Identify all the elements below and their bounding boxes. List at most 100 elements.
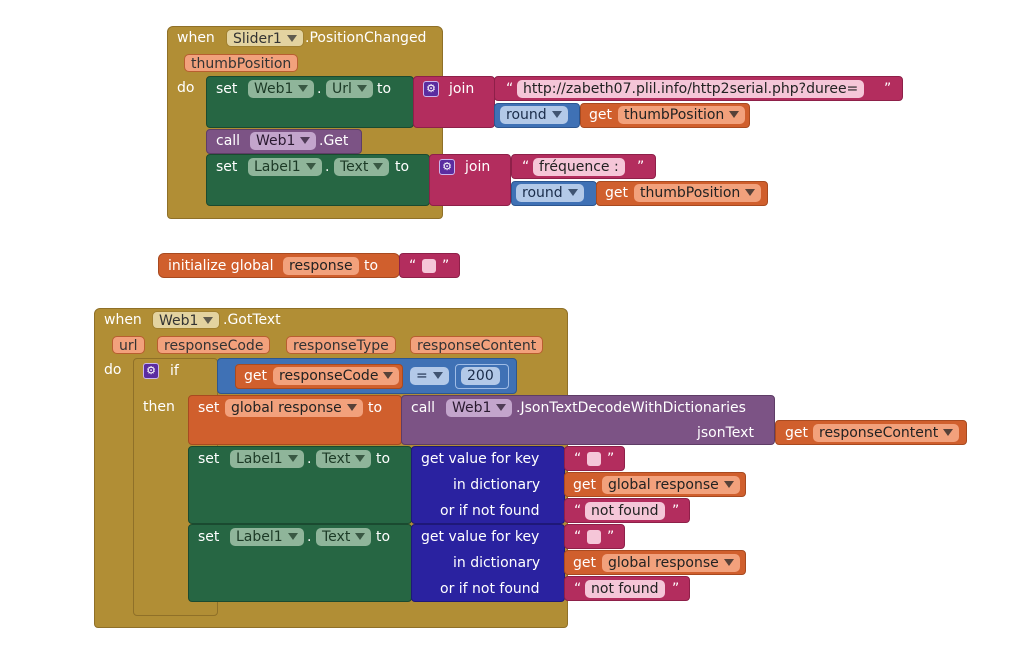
jsontext-label: jsonText (697, 425, 754, 441)
chevron-down-icon (729, 111, 740, 118)
round-dropdown[interactable]: round (516, 184, 584, 202)
gear-icon[interactable]: ⚙ (439, 159, 455, 175)
in-dictionary-label: in dictionary (453, 477, 541, 493)
when-label: when (104, 312, 142, 328)
label1-component-dropdown[interactable]: Label1 (248, 158, 322, 176)
call-label: call (411, 400, 436, 416)
close-quote: ” (607, 451, 615, 467)
call-label: call (216, 133, 241, 149)
url-text-value[interactable]: http://zabeth07.plil.info/http2serial.ph… (517, 80, 865, 98)
web1-component-dropdown[interactable]: Web1 (446, 399, 513, 417)
text-property-dropdown[interactable]: Text (316, 450, 372, 468)
chevron-down-icon (305, 163, 316, 170)
open-quote: “ (574, 581, 582, 597)
chevron-down-icon (356, 85, 367, 92)
chevron-down-icon (496, 404, 507, 411)
chevron-down-icon (373, 163, 384, 170)
chevron-down-icon (346, 404, 357, 411)
get-value-for-key-label: get value for key (421, 451, 540, 467)
close-quote: ” (672, 503, 680, 519)
chevron-down-icon (567, 189, 578, 196)
set-label: set (216, 159, 238, 175)
get-label: get (589, 107, 612, 123)
get-label: get (573, 555, 596, 571)
empty-key-text-block[interactable] (564, 524, 625, 549)
chevron-down-icon (943, 429, 954, 436)
freq-text-value[interactable]: fréquence : (533, 158, 625, 176)
text-property-dropdown[interactable]: Text (334, 158, 390, 176)
empty-key-text-block[interactable] (564, 446, 625, 471)
get-var-dropdown[interactable]: global response (602, 554, 740, 572)
dot-label: . (307, 529, 312, 545)
chevron-down-icon (355, 455, 366, 462)
close-quote: ” (672, 581, 680, 597)
open-quote: “ (574, 451, 582, 467)
not-found-text-value[interactable]: not found (585, 580, 665, 598)
empty-text-value[interactable] (587, 452, 601, 466)
join-label: join (465, 159, 491, 175)
get-var-dropdown[interactable]: responseCode (273, 367, 400, 385)
if-label: if (170, 363, 179, 379)
or-if-not-found-label: or if not found (440, 581, 540, 597)
chevron-down-icon (723, 481, 734, 488)
set-var-dropdown[interactable]: global response (225, 399, 363, 417)
close-quote: ” (884, 81, 892, 97)
chevron-down-icon (383, 372, 394, 379)
text-property-dropdown[interactable]: Text (316, 528, 372, 546)
equals-operator-dropdown[interactable]: = (410, 367, 449, 385)
then-label: then (143, 399, 175, 415)
dictionary-lookup-block[interactable] (411, 524, 565, 602)
get-var-dropdown[interactable]: thumbPosition (618, 106, 746, 124)
empty-text-block[interactable] (399, 253, 460, 278)
chevron-down-icon (432, 372, 443, 379)
chevron-down-icon (723, 559, 734, 566)
set-label: set (198, 529, 220, 545)
param-url[interactable]: url (112, 336, 145, 354)
do-label: do (104, 362, 122, 378)
set-label: set (198, 400, 220, 416)
get-var-dropdown[interactable]: global response (602, 476, 740, 494)
initialize-global-block[interactable] (158, 253, 400, 278)
web1-component-dropdown[interactable]: Web1 (152, 311, 221, 329)
gear-icon[interactable]: ⚙ (423, 81, 439, 97)
label1-component-dropdown[interactable]: Label1 (230, 528, 304, 546)
global-name-field[interactable]: response (283, 257, 359, 275)
to-label: to (377, 81, 392, 97)
open-quote: “ (574, 529, 582, 545)
to-label: to (376, 529, 391, 545)
chevron-down-icon (745, 189, 756, 196)
close-quote: ” (637, 159, 645, 175)
label1-component-dropdown[interactable]: Label1 (230, 450, 304, 468)
event-name-label: .GotText (223, 312, 281, 328)
get-label: get (573, 477, 596, 493)
to-label: to (376, 451, 391, 467)
open-quote: “ (574, 503, 582, 519)
param-thumbposition[interactable]: thumbPosition (184, 54, 299, 72)
get-var-dropdown[interactable]: responseContent (813, 424, 960, 442)
open-quote: “ (522, 159, 530, 175)
method-label: .Get (319, 133, 349, 149)
chevron-down-icon (300, 137, 311, 144)
web1-component-dropdown[interactable]: Web1 (248, 80, 315, 98)
number-value[interactable]: 200 (461, 367, 500, 385)
not-found-text-value[interactable]: not found (585, 502, 665, 520)
method-label: .JsonTextDecodeWithDictionaries (516, 400, 746, 416)
slider-component-dropdown[interactable]: Slider1 (226, 29, 304, 47)
empty-text-value[interactable] (422, 259, 436, 273)
round-dropdown[interactable]: round (500, 106, 568, 124)
set-label: set (216, 81, 238, 97)
param-responsecode[interactable]: responseCode (157, 336, 271, 354)
get-var-dropdown[interactable]: thumbPosition (634, 184, 762, 202)
get-label: get (244, 368, 267, 384)
chevron-down-icon (203, 317, 214, 324)
empty-text-value[interactable] (587, 530, 601, 544)
to-label: to (368, 400, 383, 416)
chevron-down-icon (298, 85, 309, 92)
gear-icon[interactable]: ⚙ (143, 363, 159, 379)
web1-component-dropdown[interactable]: Web1 (250, 132, 317, 150)
url-property-dropdown[interactable]: Url (326, 80, 373, 98)
in-dictionary-label: in dictionary (453, 555, 541, 571)
param-responsecontent[interactable]: responseContent (410, 336, 544, 354)
param-responsetype[interactable]: responseType (286, 336, 396, 354)
get-label: get (785, 425, 808, 441)
